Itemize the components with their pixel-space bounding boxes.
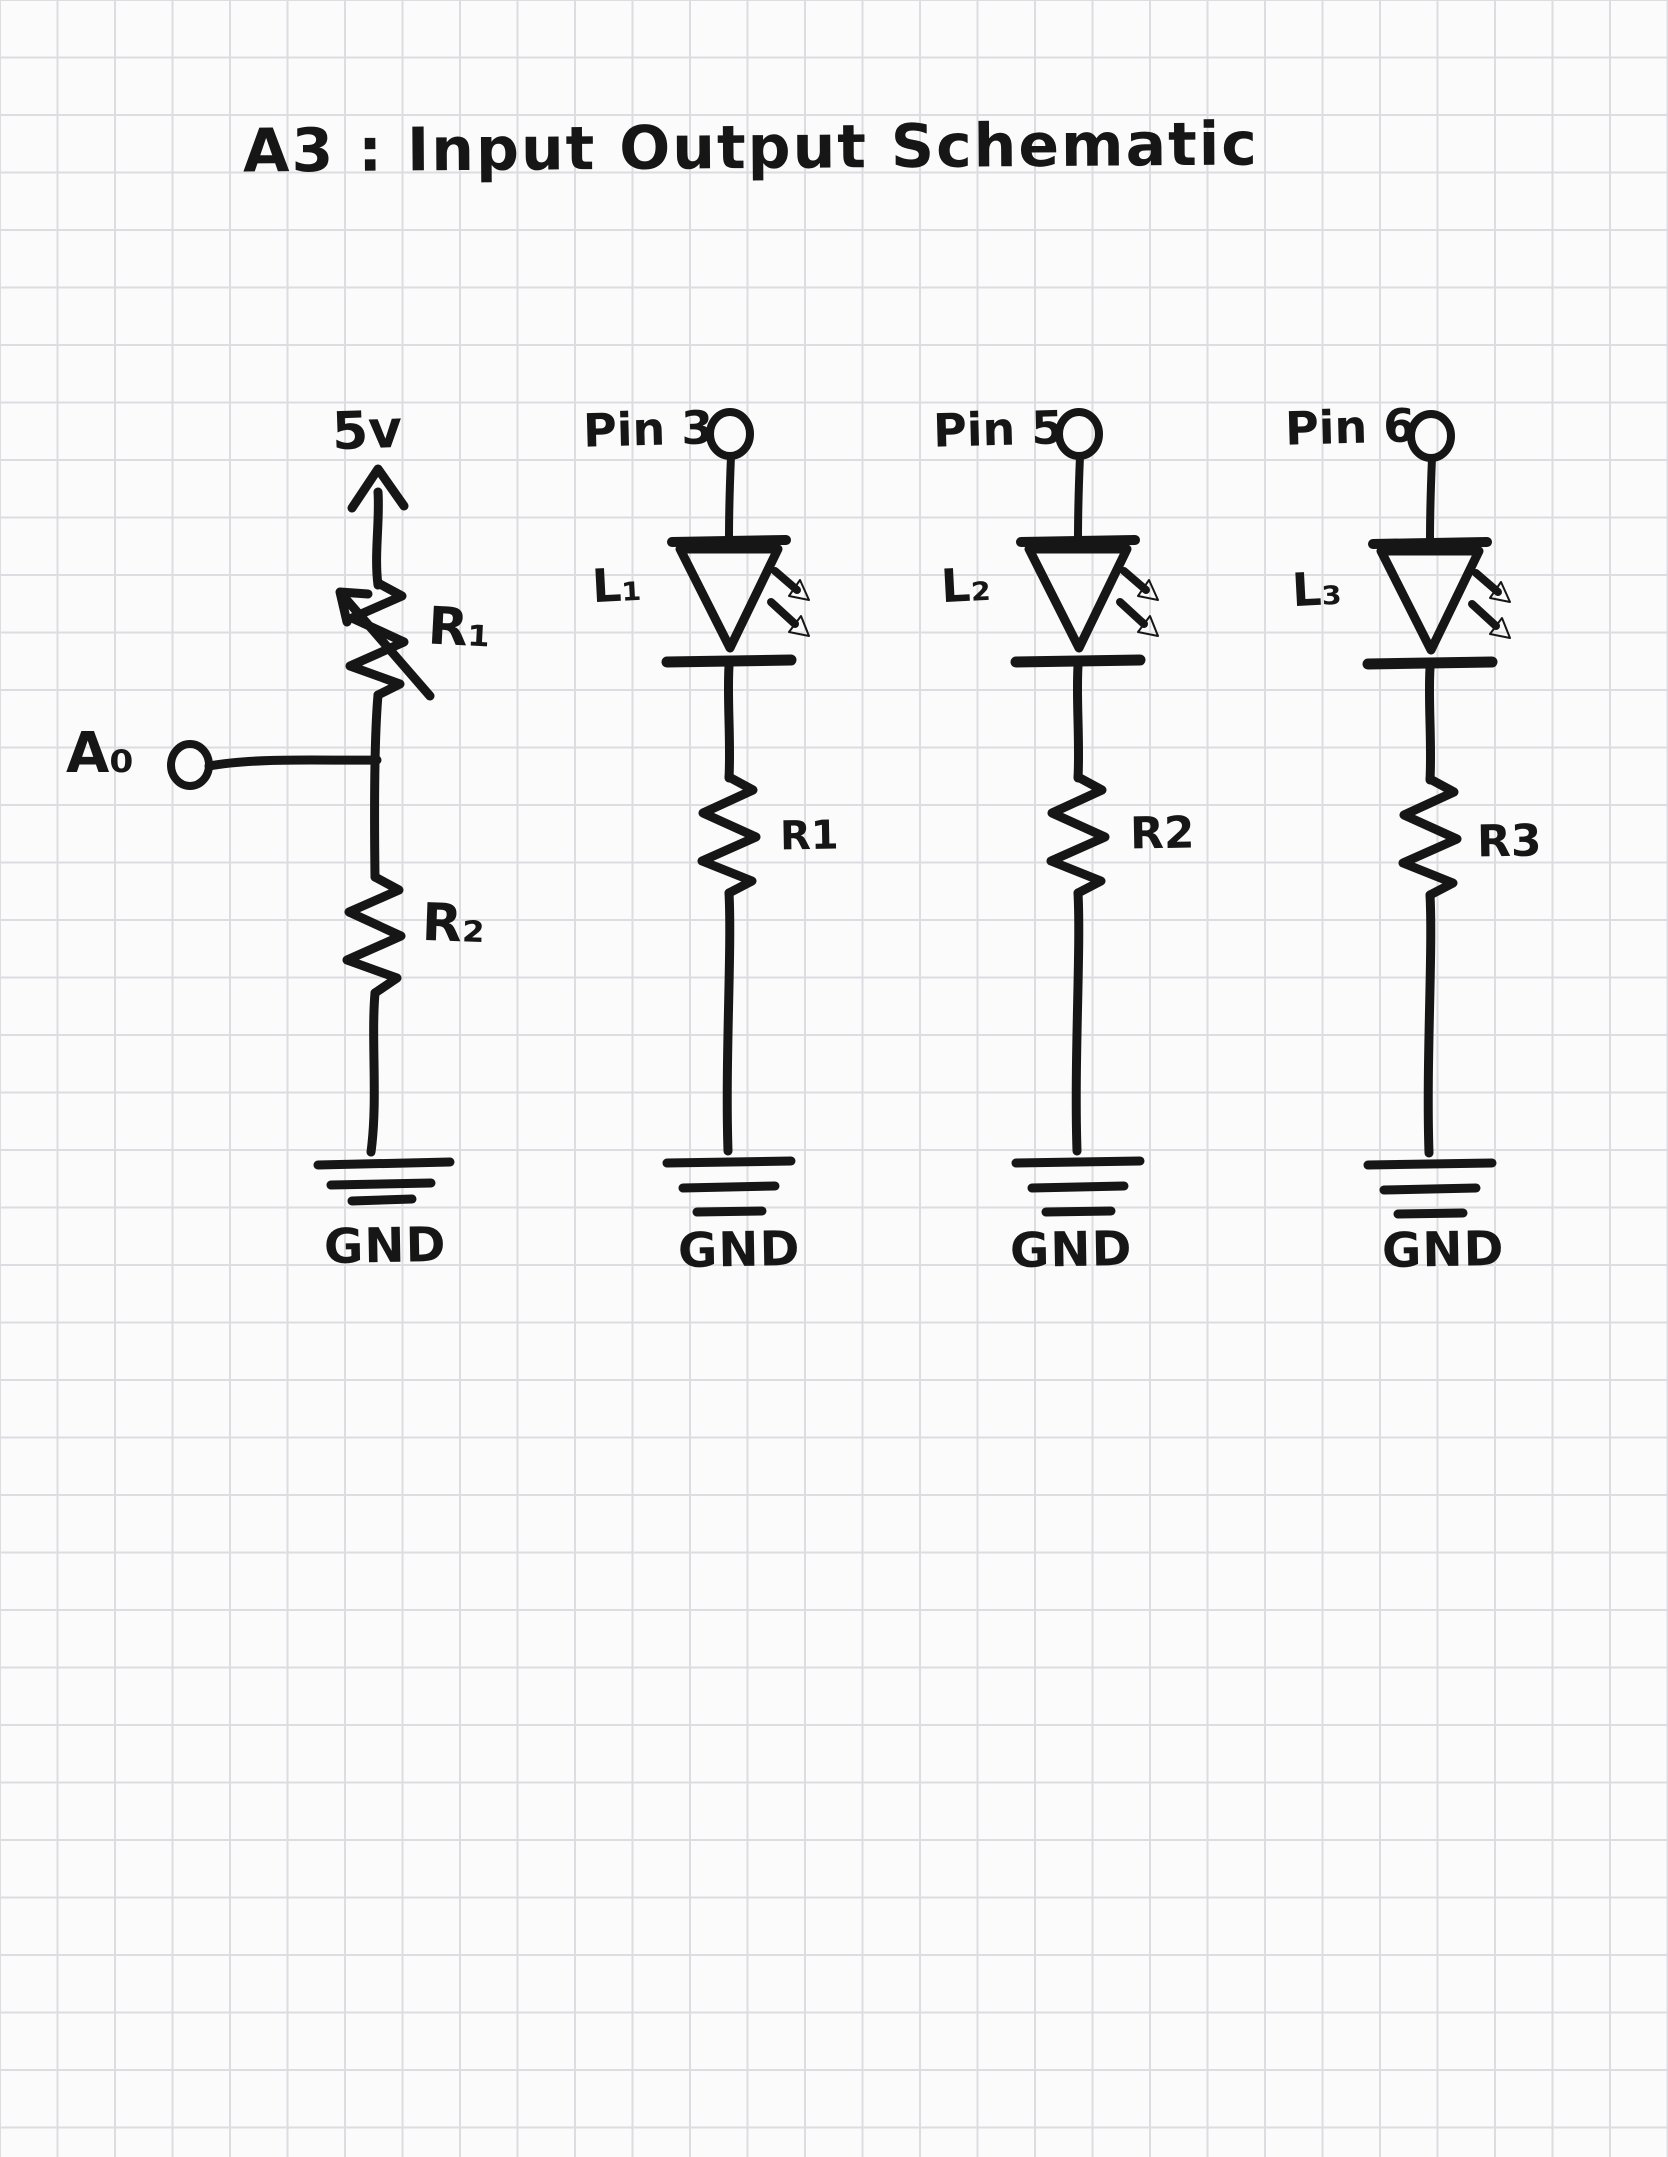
analog-input-terminal xyxy=(167,740,382,790)
supply-voltage-label: 5v xyxy=(330,399,404,463)
ground-symbol xyxy=(313,1157,455,1206)
led1-label: L₁ xyxy=(590,556,643,614)
pin3-label: Pin 3 xyxy=(582,400,714,458)
resistor-r2-symbol xyxy=(342,872,406,998)
led3-label: L₃ xyxy=(1290,560,1343,618)
wire-pot-to-junction xyxy=(370,690,383,882)
potentiometer-label: R₁ xyxy=(426,596,493,660)
ground-label-pot: GND xyxy=(323,1216,447,1276)
potentiometer-branch xyxy=(167,464,455,1206)
led-circuit-branch-3 xyxy=(1368,414,1510,1214)
ground-label-led2: GND xyxy=(1009,1220,1133,1280)
pin6-label: Pin 6 xyxy=(1284,398,1416,456)
potentiometer-symbol xyxy=(335,578,435,701)
page-title: A3 : Input Output Schematic xyxy=(242,109,1260,187)
wire-r2-to-ground xyxy=(366,988,380,1157)
resistor3-label: R3 xyxy=(1476,815,1542,868)
led2-label: L₂ xyxy=(939,556,992,614)
resistor1-label: R1 xyxy=(779,812,840,860)
ground-label-led1: GND xyxy=(677,1220,801,1280)
supply-arrow-icon xyxy=(347,464,409,590)
resistor2-label: R2 xyxy=(1129,807,1195,860)
analog-input-label: A₀ xyxy=(66,721,134,786)
led-circuit-branch-1 xyxy=(667,412,809,1212)
pin5-label: Pin 5 xyxy=(932,400,1064,458)
ground-label-led3: GND xyxy=(1381,1220,1505,1280)
divider-resistor-label: R₂ xyxy=(420,892,486,956)
